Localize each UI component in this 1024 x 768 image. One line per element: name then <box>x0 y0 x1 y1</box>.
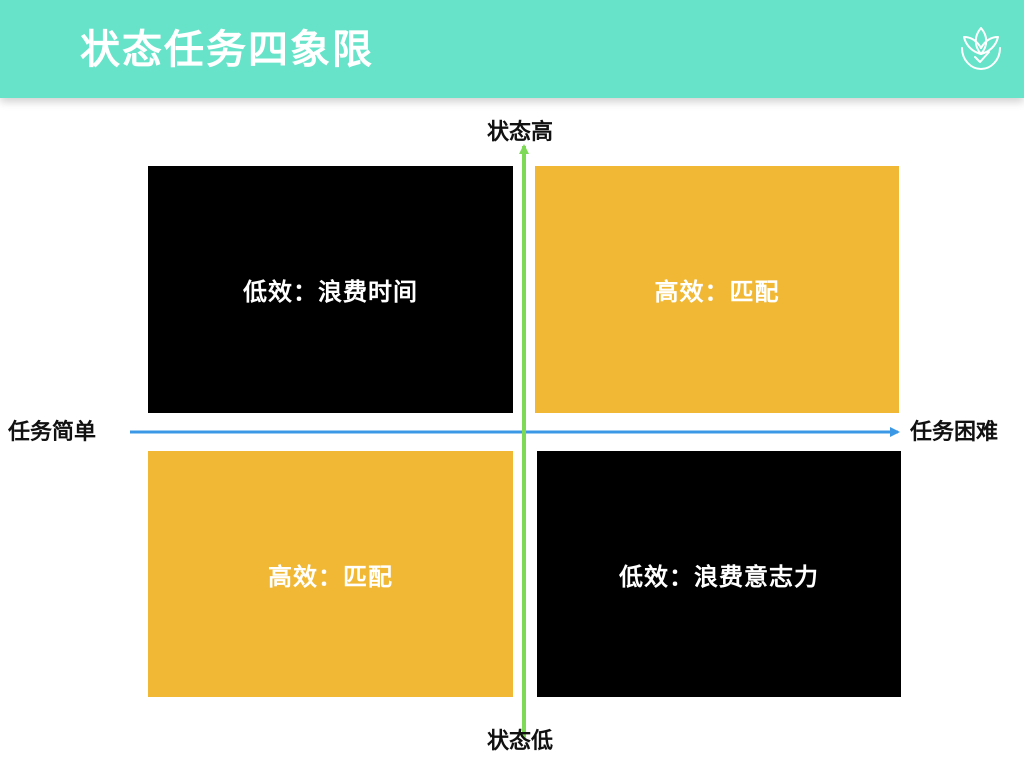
quadrant-top-left-label: 低效：浪费时间 <box>243 278 418 306</box>
quadrant-bottom-left: 高效：匹配 <box>148 451 513 697</box>
quadrant-bottom-right: 低效：浪费意志力 <box>537 451 901 697</box>
lotus-check-icon <box>961 27 1001 70</box>
quadrant-bottom-left-label: 高效：匹配 <box>268 562 393 591</box>
page-title: 状态任务四象限 <box>80 27 374 73</box>
y-axis-top-label: 状态高 <box>487 120 554 145</box>
y-axis-bottom-label: 状态低 <box>487 729 554 754</box>
quadrant-top-left: 低效：浪费时间 <box>148 166 513 413</box>
x-axis-right-label: 任务困难 <box>910 420 999 445</box>
x-axis-left-label: 任务简单 <box>8 420 97 445</box>
quadrant-top-right-label: 高效：匹配 <box>654 278 780 306</box>
quadrant-bottom-right-label: 低效：浪费意志力 <box>619 562 819 591</box>
header-bar: 状态任务四象限 <box>0 0 1024 98</box>
quadrant-top-right: 高效：匹配 <box>535 166 899 413</box>
